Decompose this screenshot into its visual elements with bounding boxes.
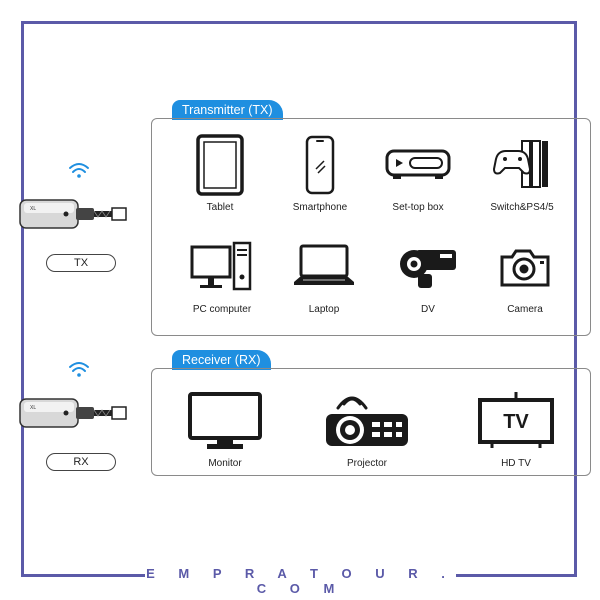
hd-tv-icon: TV xyxy=(478,392,554,448)
tx-dongle: XL TX xyxy=(18,158,136,278)
device-label: Set-top box xyxy=(392,202,444,213)
device-pc-computer: PC computer xyxy=(177,232,267,315)
transmitter-panel xyxy=(151,118,591,336)
game-console-icon xyxy=(492,140,548,188)
device-monitor: Monitor xyxy=(180,386,270,469)
projector-icon xyxy=(326,396,408,446)
rx-label-pill: RX xyxy=(46,453,116,471)
device-label: DV xyxy=(421,304,435,315)
camcorder-icon xyxy=(400,250,456,288)
device-label: Laptop xyxy=(308,304,340,315)
rx-dongle: XL RX xyxy=(18,357,136,477)
device-projector: Projector xyxy=(322,386,412,469)
device-dv: DV xyxy=(383,232,473,315)
laptop-icon xyxy=(294,244,354,285)
frame-bottom-left xyxy=(21,574,145,577)
device-label: HD TV xyxy=(501,458,531,469)
tx-dongle-graphic: XL xyxy=(19,163,127,229)
device-tablet: Tablet xyxy=(175,130,265,213)
transmitter-tab: Transmitter (TX) xyxy=(172,100,283,120)
device-label: Tablet xyxy=(206,202,234,213)
pc-computer-icon xyxy=(190,241,252,291)
monitor-icon xyxy=(188,392,262,449)
device-laptop: Laptop xyxy=(279,232,369,315)
tablet-icon xyxy=(196,134,244,196)
device-label: PC computer xyxy=(192,304,252,315)
device-label: Monitor xyxy=(208,458,242,469)
set-top-box-icon xyxy=(385,149,451,179)
wifi-icon xyxy=(69,362,89,377)
device-label: Projector xyxy=(346,458,387,469)
device-game-console: Switch&PS4/5 xyxy=(477,130,567,213)
wifi-icon xyxy=(69,163,89,178)
device-smartphone: Smartphone xyxy=(275,130,365,213)
svg-text:XL: XL xyxy=(30,405,36,411)
rx-dongle-graphic: XL xyxy=(19,362,127,428)
device-label: Switch&PS4/5 xyxy=(490,202,554,213)
receiver-tab: Receiver (RX) xyxy=(172,350,271,370)
brand-footer: E M P R A T O U R . C O M xyxy=(146,566,455,596)
device-label: Smartphone xyxy=(292,202,348,213)
frame-bottom-right xyxy=(456,574,577,577)
device-hd-tv: TV HD TV xyxy=(471,386,561,469)
device-label: Camera xyxy=(507,304,543,315)
camera-icon xyxy=(500,249,550,287)
tv-text: TV xyxy=(503,411,529,433)
device-camera: Camera xyxy=(480,232,570,315)
svg-text:XL: XL xyxy=(30,206,36,212)
receiver-panel xyxy=(151,368,591,476)
tx-label-pill: TX xyxy=(46,254,116,272)
device-set-top-box: Set-top box xyxy=(373,130,463,213)
outer-frame xyxy=(21,21,577,577)
smartphone-icon xyxy=(305,135,335,195)
